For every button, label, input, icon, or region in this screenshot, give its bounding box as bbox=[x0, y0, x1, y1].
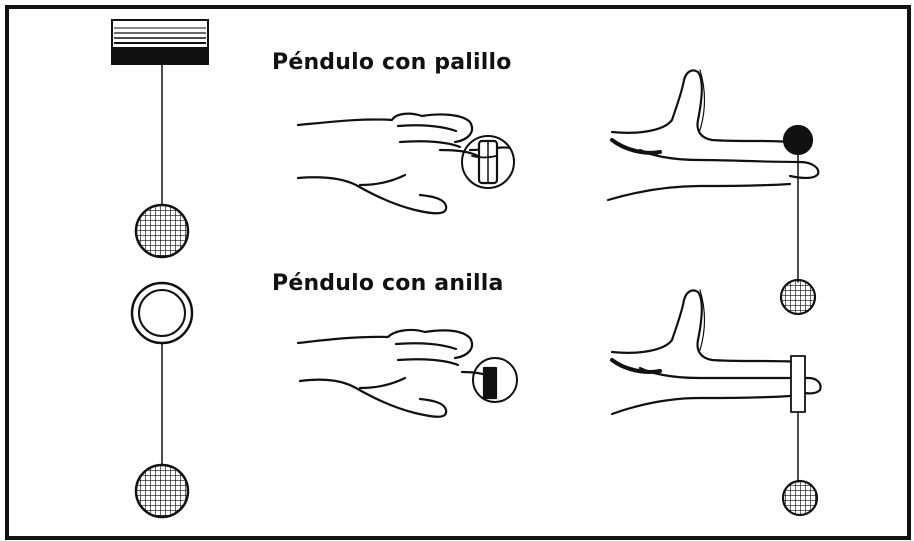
ring-icon bbox=[130, 281, 194, 345]
hand-holding-ring bbox=[296, 328, 518, 418]
title-ring-pendulum: Péndulo con anilla bbox=[272, 271, 504, 296]
stick-top-bar bbox=[111, 19, 209, 65]
pendulum-ball bbox=[134, 203, 190, 259]
illustration-frame bbox=[5, 5, 911, 540]
hand-holding-stick bbox=[296, 112, 515, 215]
pendulum-ball-small bbox=[781, 479, 819, 517]
title-stick-pendulum: Péndulo con palillo bbox=[272, 50, 512, 75]
pendulum-ball-small bbox=[779, 278, 817, 316]
pendulum-ball bbox=[134, 463, 190, 519]
thumb-hand-ring-pendulum bbox=[610, 289, 822, 483]
thumb-hand-stick-pendulum bbox=[606, 69, 820, 283]
stick-pendulum-diagram bbox=[111, 19, 209, 259]
ring-pendulum-diagram bbox=[130, 281, 194, 519]
